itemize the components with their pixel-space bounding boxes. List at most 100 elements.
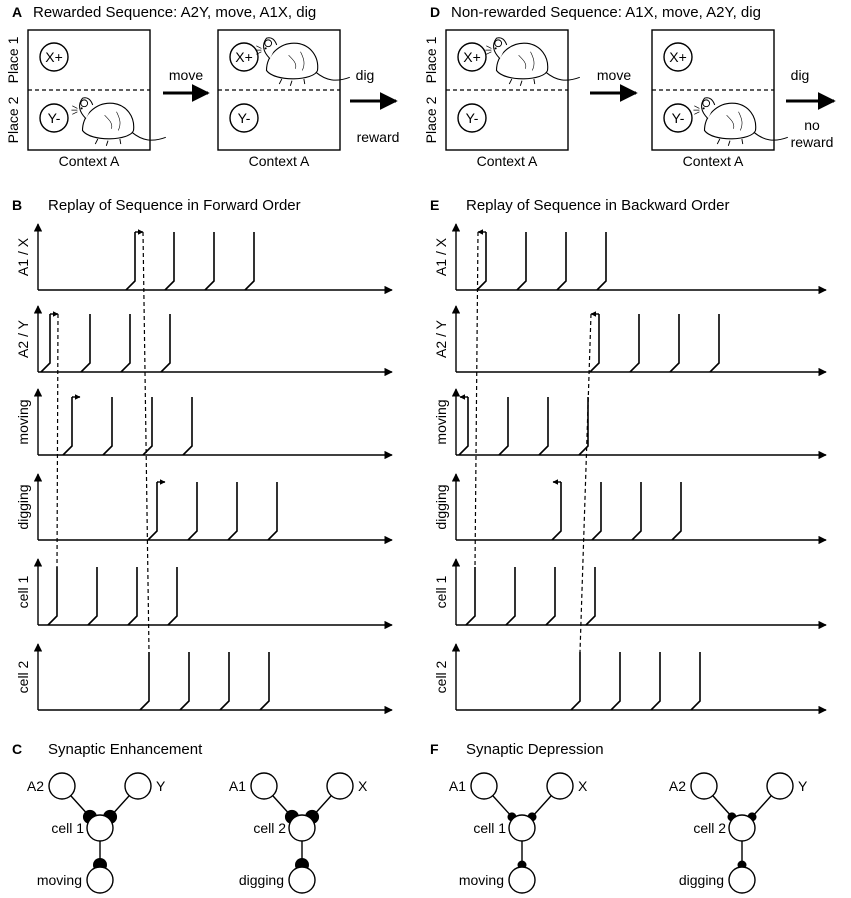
spike (709, 314, 720, 373)
cue-label: X+ (669, 49, 687, 65)
raster-row: digging (433, 473, 827, 545)
panel-letter: B (12, 197, 22, 213)
row-label: cell 2 (15, 660, 31, 693)
context-box-left: Place 1 Place 2 X+ Y- Context A (5, 29, 167, 169)
node-label: A1 (229, 778, 246, 794)
raster-row: cell 2 (15, 643, 393, 715)
raster-row: cell 1 (15, 558, 393, 630)
neuron-node (690, 772, 718, 800)
spike (80, 314, 91, 373)
cue-circle (39, 103, 69, 133)
spike (244, 232, 255, 291)
spike (179, 652, 190, 711)
outcome-label-line1: no (804, 117, 820, 133)
raster-row: cell 1 (433, 558, 827, 630)
row-label: A1 / X (433, 237, 449, 276)
panel-letter: E (430, 197, 439, 213)
spike (142, 397, 153, 456)
spike (629, 314, 640, 373)
context-label: Context A (683, 153, 744, 169)
spike (125, 232, 136, 291)
spike (545, 567, 556, 626)
panel-title: Replay of Sequence in Backward Order (466, 197, 729, 214)
node-label: cell 2 (253, 820, 286, 836)
panel-title: Rewarded Sequence: A2Y, move, A1X, dig (33, 4, 316, 21)
spike (47, 567, 58, 626)
neuron-node (546, 772, 574, 800)
node-label: X (578, 778, 588, 794)
spike (458, 397, 469, 456)
neuron-node (766, 772, 794, 800)
panel-d: D Non-rewarded Sequence: A1X, move, A2Y,… (423, 4, 836, 169)
raster-row: moving (433, 388, 827, 460)
node-label: digging (239, 872, 284, 888)
spike (267, 482, 278, 541)
mouse-illustration (254, 37, 351, 87)
spike (127, 567, 138, 626)
node-label: cell 1 (473, 820, 506, 836)
place-2-label: Place 2 (423, 96, 439, 143)
node-label: moving (459, 872, 504, 888)
panel-letter: D (430, 4, 440, 20)
panel-letter: F (430, 741, 439, 757)
spike (551, 482, 562, 541)
raster-row: cell 2 (433, 643, 827, 715)
alignment-guide (142, 231, 150, 653)
spike (182, 397, 193, 456)
context-label: Context A (249, 153, 310, 169)
raster-row: A1 / X (15, 223, 393, 295)
neuron-node (728, 814, 756, 842)
neuron-node (288, 866, 316, 894)
panel-a: A Rewarded Sequence: A2Y, move, A1X, dig… (5, 4, 399, 169)
mouse-illustration (484, 37, 581, 87)
spike (591, 482, 602, 541)
spike (578, 397, 589, 456)
spike (610, 652, 621, 711)
neuron-node (86, 814, 114, 842)
neuron-node (470, 772, 498, 800)
spike (516, 232, 527, 291)
spike (690, 652, 701, 711)
spike (160, 314, 171, 373)
spike (570, 652, 581, 711)
node-label: A1 (449, 778, 466, 794)
cue-circle (229, 42, 259, 72)
node-label: Y (156, 778, 166, 794)
node-label: A2 (27, 778, 44, 794)
spike (167, 567, 178, 626)
raster-row: A2 / Y (15, 305, 393, 377)
spike (589, 314, 600, 373)
cue-label: Y- (466, 110, 479, 126)
neuron-node (326, 772, 354, 800)
row-label: A2 / Y (15, 319, 31, 358)
spike (120, 314, 131, 373)
spike (465, 567, 476, 626)
panel-letter: A (12, 4, 22, 20)
row-label: moving (433, 399, 449, 444)
cue-label: Y- (238, 110, 251, 126)
dig-label: dig (791, 67, 810, 83)
spike (498, 397, 509, 456)
place-1-label: Place 1 (423, 36, 439, 83)
raster-row: digging (15, 473, 393, 545)
raster-row: moving (15, 388, 393, 460)
spike (476, 232, 487, 291)
spike (585, 567, 596, 626)
spike (669, 314, 680, 373)
cue-circle (663, 103, 693, 133)
node-label: moving (37, 872, 82, 888)
node-label: cell 1 (51, 820, 84, 836)
panel-e: E Replay of Sequence in Backward Order A… (430, 197, 827, 715)
cue-circle (39, 42, 69, 72)
spike (40, 314, 51, 373)
spike (596, 232, 607, 291)
row-label: cell 2 (433, 660, 449, 693)
spike (556, 232, 567, 291)
neuron-node (124, 772, 152, 800)
row-label: moving (15, 399, 31, 444)
